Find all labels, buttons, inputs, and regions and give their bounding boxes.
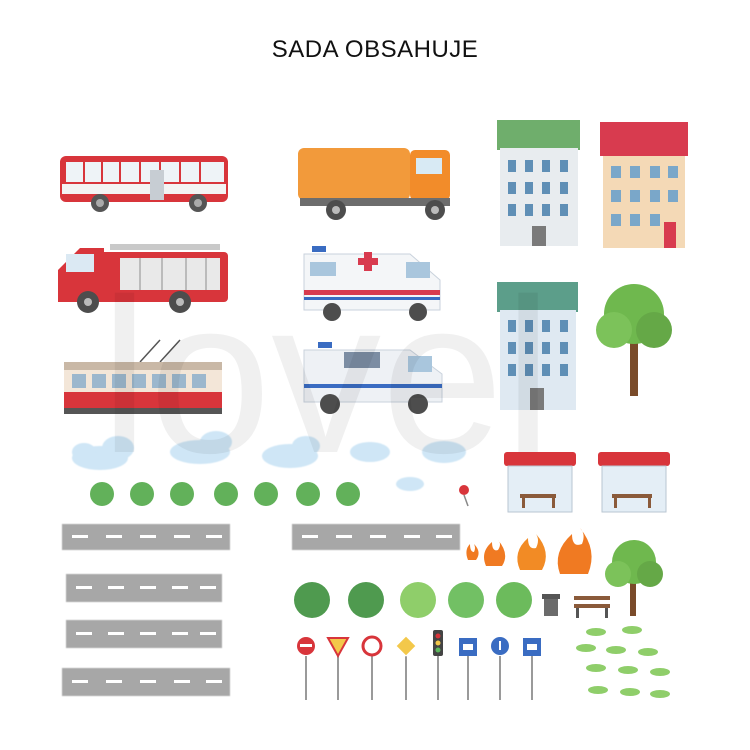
road-sign-icon	[361, 635, 383, 657]
trash-can-icon	[542, 594, 560, 616]
fire-icon	[557, 528, 592, 574]
bush-icon	[214, 482, 238, 506]
road-icon	[62, 524, 230, 550]
bush-icon	[336, 482, 360, 506]
bush-icon	[400, 582, 436, 618]
road-sign-icon	[459, 638, 477, 656]
road-sign-icon	[326, 637, 350, 659]
cloud-icon	[422, 441, 466, 463]
road-sign-icon	[433, 630, 443, 656]
fire-icon	[484, 540, 506, 566]
fire-engine-icon	[58, 244, 228, 313]
apartment-building-icon	[497, 282, 578, 410]
road-icon	[66, 620, 222, 648]
grass-tuft-icon	[586, 628, 606, 636]
cloud-icon	[262, 436, 320, 468]
bus-stop-shelter-icon	[504, 452, 576, 513]
tree-icon	[605, 540, 663, 616]
grass-tuft-icon	[618, 666, 638, 674]
cloud-icon	[72, 436, 134, 470]
road-icon	[292, 524, 460, 550]
police-van-icon	[303, 342, 443, 414]
grass-tuft-icon	[588, 686, 608, 694]
grass-tuft-icon	[638, 648, 658, 656]
bush-icon	[294, 582, 330, 618]
road-icon	[62, 668, 230, 696]
grass-tuft-icon	[606, 646, 626, 654]
bench-icon	[574, 596, 610, 618]
grass-tuft-icon	[622, 626, 642, 634]
fire-icon	[466, 544, 479, 560]
apartment-building-icon	[600, 122, 688, 248]
bush-icon	[348, 582, 384, 618]
grass-tuft-icon	[650, 668, 670, 676]
bush-icon	[90, 482, 114, 506]
road-sign-icon	[523, 638, 541, 656]
cloud-icon	[396, 477, 424, 491]
bus-icon	[60, 156, 228, 212]
ambulance-icon	[303, 246, 441, 321]
road-sign-icon	[459, 485, 469, 507]
tram-icon	[64, 339, 222, 414]
bush-icon	[448, 582, 484, 618]
cloud-icon	[170, 431, 232, 464]
bush-icon	[496, 582, 532, 618]
bush-icon	[254, 482, 278, 506]
road-sign-icon	[395, 635, 417, 657]
bush-icon	[296, 482, 320, 506]
grass-tuft-icon	[576, 644, 596, 652]
fire-icon	[517, 534, 546, 570]
cloud-icon	[350, 442, 390, 462]
tree-icon	[596, 284, 672, 396]
grass-tuft-icon	[586, 664, 606, 672]
road-sign-icon	[297, 637, 315, 655]
grass-tuft-icon	[620, 688, 640, 696]
bus-stop-shelter-icon	[598, 452, 670, 513]
apartment-building-icon	[497, 120, 580, 246]
bush-icon	[170, 482, 194, 506]
road-icon	[66, 574, 222, 602]
grass-tuft-icon	[650, 690, 670, 698]
road-sign-icon	[491, 637, 509, 655]
page-title: SADA OBSAHUJE	[271, 36, 479, 63]
bush-icon	[130, 482, 154, 506]
garbage-truck-icon	[298, 148, 450, 220]
